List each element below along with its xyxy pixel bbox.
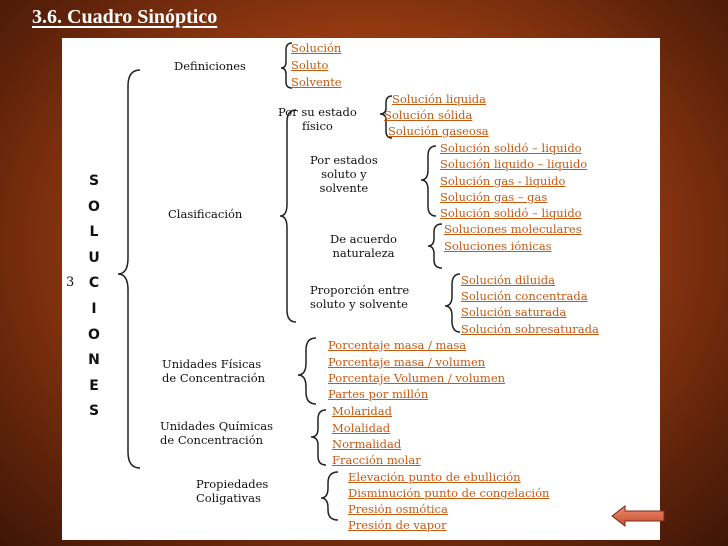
estados-soluto-label: Por estados soluto y solvente	[310, 153, 378, 195]
proporcion-label: Proporción entre soluto y solvente	[310, 283, 410, 311]
vertical-letter: I	[91, 300, 97, 317]
propiedades-item[interactable]: Presión osmótica	[348, 502, 448, 516]
estados-soluto-item[interactable]: Solución solidó – liquido	[440, 206, 582, 220]
number-label: 3	[66, 275, 75, 290]
naturaleza-item[interactable]: Soluciones moleculares	[444, 222, 582, 236]
unidades-quimicas-label: Unidades Químicas de Concentración	[160, 419, 274, 447]
estado-fisico-label: Por su estado físico	[278, 105, 357, 133]
proporcion-item[interactable]: Solución saturada	[461, 305, 567, 319]
synoptic-chart-panel: S O L U C I O N E S 3 Definiciones Clasi…	[62, 38, 660, 540]
left-arrow-icon	[611, 504, 665, 528]
estados-soluto-item[interactable]: Solución solidó – liquido	[440, 141, 582, 155]
estado-fisico-item[interactable]: Solución liquida	[392, 92, 487, 106]
estados-soluto-item[interactable]: Solución liquido – liquido	[440, 157, 588, 171]
bracket-lines	[117, 42, 461, 521]
back-button[interactable]	[611, 504, 665, 528]
naturaleza-item[interactable]: Soluciones iónicas	[444, 239, 552, 253]
page-title: 3.6. Cuadro Sinóptico	[32, 6, 218, 28]
proporcion-item[interactable]: Solución diluida	[461, 273, 556, 287]
vertical-letter: U	[88, 249, 100, 266]
vertical-letter: S	[88, 403, 100, 420]
estados-soluto-item[interactable]: Solución gas - liquido	[440, 174, 566, 188]
vertical-letter: O	[88, 326, 100, 343]
vertical-letter: N	[88, 352, 100, 369]
unidades-quimicas-brace	[310, 409, 327, 466]
unidades-quimicas-item[interactable]: Fracción molar	[332, 453, 421, 467]
definiciones-brace	[280, 42, 293, 89]
unidades-fisicas-brace	[297, 337, 317, 405]
main-brace	[117, 69, 141, 469]
estado-fisico-item[interactable]: Solución gaseosa	[388, 124, 489, 138]
vertical-letter: E	[89, 377, 99, 394]
unidades-fisicas-item[interactable]: Porcentaje Volumen / volumen	[328, 371, 506, 385]
vertical-letter: S	[88, 173, 100, 189]
estados-soluto-item[interactable]: Solución gas – gas	[440, 190, 548, 204]
estado-fisico-item[interactable]: Solución sólida	[384, 108, 473, 122]
propiedades-item[interactable]: Disminución punto de congelación	[348, 486, 550, 500]
naturaleza-label: De acuerdo naturaleza	[330, 232, 397, 260]
vertical-letter: C	[88, 275, 100, 292]
unidades-quimicas-item[interactable]: Normalidad	[332, 437, 402, 451]
naturaleza-brace	[427, 223, 443, 269]
propiedades-brace	[320, 471, 339, 521]
unidades-fisicas-item[interactable]: Partes por millón	[328, 387, 429, 401]
vertical-soluciones-word: S O L U C I O N E S	[82, 169, 106, 425]
vertical-letter: L	[89, 224, 99, 241]
definiciones-item[interactable]: Solvente	[291, 75, 342, 89]
definiciones-label: Definiciones	[174, 59, 246, 73]
proporcion-item[interactable]: Solución concentrada	[461, 289, 588, 303]
definiciones-item[interactable]: Soluto	[291, 58, 329, 72]
estados-soluto-brace	[420, 145, 437, 217]
proporcion-brace	[444, 273, 461, 333]
unidades-fisicas-label: Unidades Físicas de Concentración	[162, 357, 266, 385]
vertical-letter: O	[88, 198, 100, 215]
unidades-fisicas-item[interactable]: Porcentaje masa / volumen	[328, 355, 486, 369]
estado-fisico-brace	[379, 95, 393, 139]
propiedades-item[interactable]: Elevación punto de ebullición	[348, 470, 521, 484]
unidades-quimicas-item[interactable]: Molalidad	[332, 421, 391, 435]
propiedades-label: Propiedades Coligativas	[196, 477, 269, 505]
unidades-quimicas-item[interactable]: Molaridad	[332, 404, 392, 418]
proporcion-item[interactable]: Solución sobresaturada	[461, 322, 599, 336]
clasificacion-label: Clasificación	[168, 207, 243, 221]
unidades-fisicas-item[interactable]: Porcentaje masa / masa	[328, 338, 467, 352]
propiedades-item[interactable]: Presión de vapor	[348, 518, 447, 532]
definiciones-item[interactable]: Solución	[291, 41, 342, 55]
clasificacion-brace	[279, 109, 297, 323]
